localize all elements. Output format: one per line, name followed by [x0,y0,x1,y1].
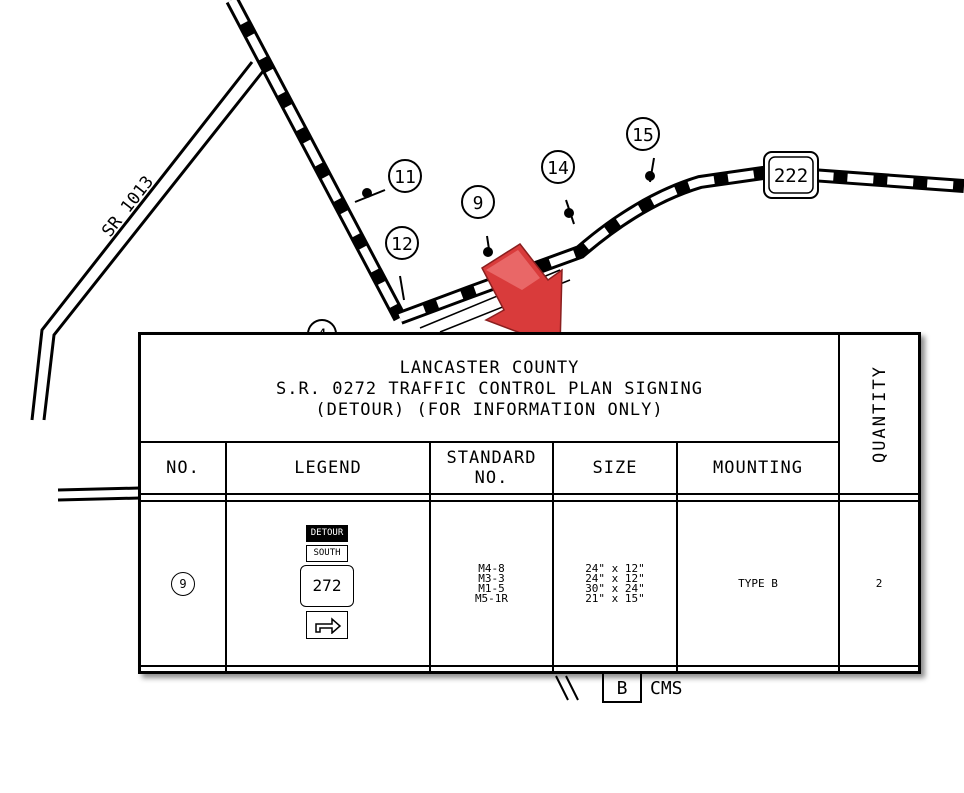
road-label: SR 1013 [98,172,158,241]
svg-text:B: B [617,678,628,699]
standard-no-item: M5-1R [474,591,509,605]
header-legend: LEGEND [294,458,362,478]
left-road-stub [57,486,141,502]
callout-11: 11 [388,159,422,193]
header-no: NO. [166,458,200,478]
cms-box: B CMS [602,671,683,703]
callout-15: 15 [626,117,660,151]
size-item: 24" x 12" [585,571,645,585]
header-size: SIZE [592,458,638,478]
svg-text:14: 14 [547,158,569,179]
svg-text:9: 9 [473,193,484,214]
divider [141,665,918,667]
legend-cell: DETOUR SOUTH 272 [227,502,429,665]
size-item: 21" x 15" [585,591,645,605]
title-line-plan: S.R. 0272 TRAFFIC CONTROL PLAN SIGNING [276,378,703,399]
standard-no-item: M3-3 [478,571,505,585]
divider [838,335,840,671]
header-mounting: MOUNTING [713,458,803,478]
svg-text:11: 11 [394,167,416,188]
detour-route-east [397,164,964,325]
size-item: 24" x 12" [585,561,645,575]
south-sign: SOUTH [306,544,348,562]
header-quantity-label: QUANTITY [869,365,890,463]
mounting-cell: TYPE B [738,577,778,590]
divider [141,500,918,502]
callout-12: 12 [385,226,419,260]
row-no: 9 [171,571,195,596]
right-turn-arrow-icon [315,616,342,634]
bottom-road-lines [555,675,579,701]
route-272-sign: 272 [300,564,354,607]
row-no-cell: 9 [141,502,225,665]
title-line-county: LANCASTER COUNTY [399,357,580,378]
detour-route-diagonal [225,0,407,322]
size-cell: 24" x 12" 24" x 12" 30" x 24" 21" x 15" [554,502,676,665]
size-item: 30" x 24" [585,581,645,595]
callout-14: 14 [541,150,575,184]
standard-no-item: M4-8 [478,561,505,575]
divider [141,493,918,495]
header-standard-line2: NO. [474,468,509,488]
title-line-detour: (DETOUR) (FOR INFORMATION ONLY) [315,399,664,420]
divider [552,441,554,671]
sign-assembly: DETOUR SOUTH 272 [298,524,358,643]
sr-1013-road [30,61,266,421]
header-standard-line1: STANDARD [446,448,537,468]
svg-text:15: 15 [632,125,654,146]
svg-text:222: 222 [774,165,808,187]
callout-9: 9 [461,185,495,219]
sign-markers [354,157,655,301]
divider [676,441,678,671]
standard-no-cell: M4-8 M3-3 M1-5 M5-1R [431,502,552,665]
divider [225,441,227,671]
header-quantity: QUANTITY [841,335,918,493]
route-222-shield: 222 [763,151,819,199]
pointer-arrow [481,243,563,350]
standard-no-item: M1-5 [478,581,505,595]
svg-text:CMS: CMS [650,678,683,699]
detour-sign: DETOUR [306,524,348,542]
header-standard-no: STANDARD NO. [431,443,552,493]
svg-text:12: 12 [391,234,413,255]
divider [141,441,838,443]
signing-table: LANCASTER COUNTY S.R. 0272 TRAFFIC CONTR… [138,332,921,674]
quantity-cell: 2 [875,577,883,590]
table-title: LANCASTER COUNTY S.R. 0272 TRAFFIC CONTR… [141,335,838,443]
divider [429,441,431,671]
arrow-sign [306,610,348,639]
